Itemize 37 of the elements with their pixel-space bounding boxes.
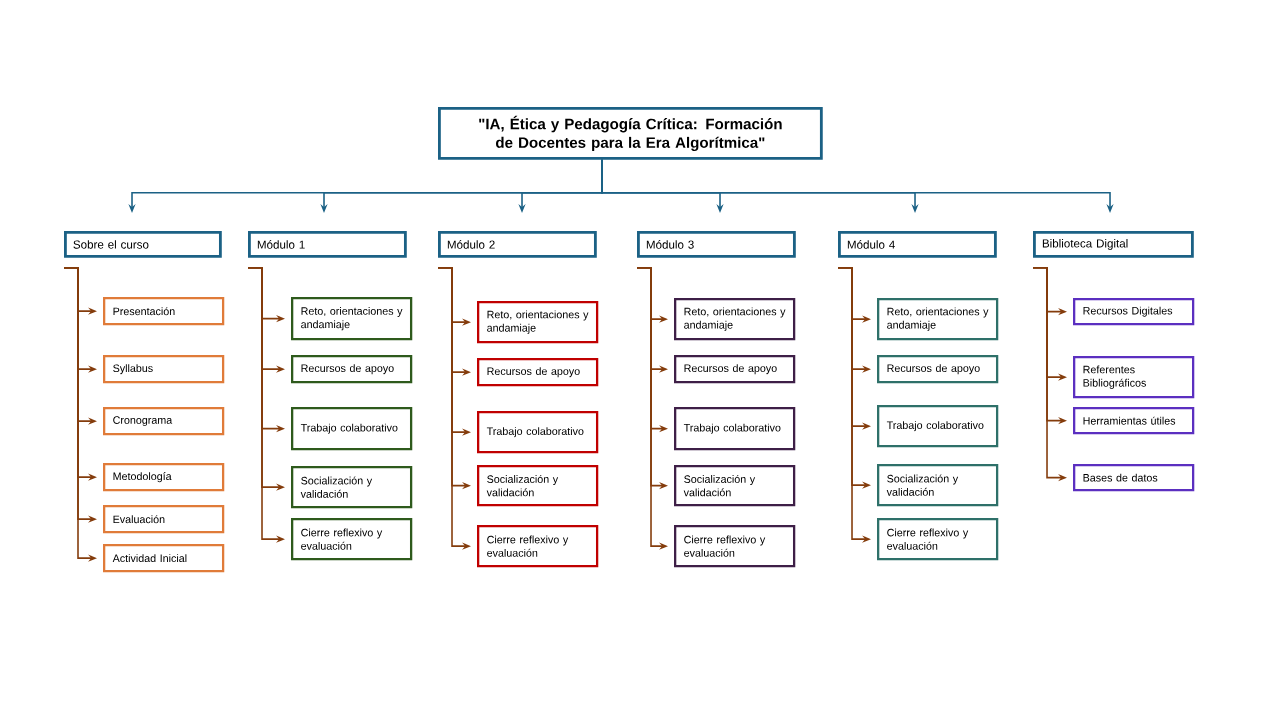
section-box: Módulo 1 bbox=[248, 231, 407, 258]
topic-box: Cierre reflexivo y evaluación bbox=[674, 525, 796, 568]
topic-box: Socialización y validación bbox=[477, 465, 599, 507]
topic-box: Actividad Inicial bbox=[103, 544, 225, 573]
topic-box: Cierre reflexivo y evaluación bbox=[477, 525, 599, 568]
topic-box: Recursos de apoyo bbox=[674, 355, 796, 384]
section-box: Sobre el curso bbox=[64, 231, 222, 258]
title-box: "IA, Ética y Pedagogía Crítica: Formación de Docentes para la Era Algorítmica" bbox=[438, 107, 823, 160]
topic-box: Metodología bbox=[103, 463, 225, 492]
topic-box: Reto, orientaciones y andamiaje bbox=[291, 297, 413, 341]
section-box: Módulo 4 bbox=[838, 231, 997, 258]
section-box: Módulo 3 bbox=[637, 231, 796, 258]
topic-box: Trabajo colaborativo bbox=[877, 405, 999, 448]
topic-box: Reto, orientaciones y andamiaje bbox=[877, 298, 999, 341]
topic-box: Trabajo colaborativo bbox=[291, 407, 413, 451]
topic-box: Reto, orientaciones y andamiaje bbox=[674, 298, 796, 341]
topic-box: Presentación bbox=[103, 297, 225, 326]
section-box: Biblioteca Digital bbox=[1033, 231, 1194, 258]
topic-box: Socialización y validación bbox=[877, 464, 999, 507]
section-box: Módulo 2 bbox=[438, 231, 597, 258]
topic-box: Cierre reflexivo y evaluación bbox=[291, 518, 413, 561]
topic-box: Recursos de apoyo bbox=[877, 355, 999, 384]
topic-box: Recursos de apoyo bbox=[477, 358, 599, 387]
topic-box: Recursos de apoyo bbox=[291, 355, 413, 384]
topic-box: Referentes Bibliográficos bbox=[1073, 356, 1195, 399]
topic-box: Cronograma bbox=[103, 407, 225, 436]
topic-box: Syllabus bbox=[103, 355, 225, 384]
topic-box: Reto, orientaciones y andamiaje bbox=[477, 301, 599, 344]
topic-box: Evaluación bbox=[103, 505, 225, 534]
topic-box: Trabajo colaborativo bbox=[477, 411, 599, 454]
topic-box: Herramientas útiles bbox=[1073, 407, 1195, 435]
topic-box: Cierre reflexivo y evaluación bbox=[877, 518, 999, 561]
topic-box: Socialización y validación bbox=[291, 466, 413, 509]
topic-box: Recursos Digitales bbox=[1073, 298, 1195, 326]
topic-box: Bases de datos bbox=[1073, 464, 1195, 492]
topic-box: Socialización y validación bbox=[674, 465, 796, 507]
topic-box: Trabajo colaborativo bbox=[674, 407, 796, 451]
